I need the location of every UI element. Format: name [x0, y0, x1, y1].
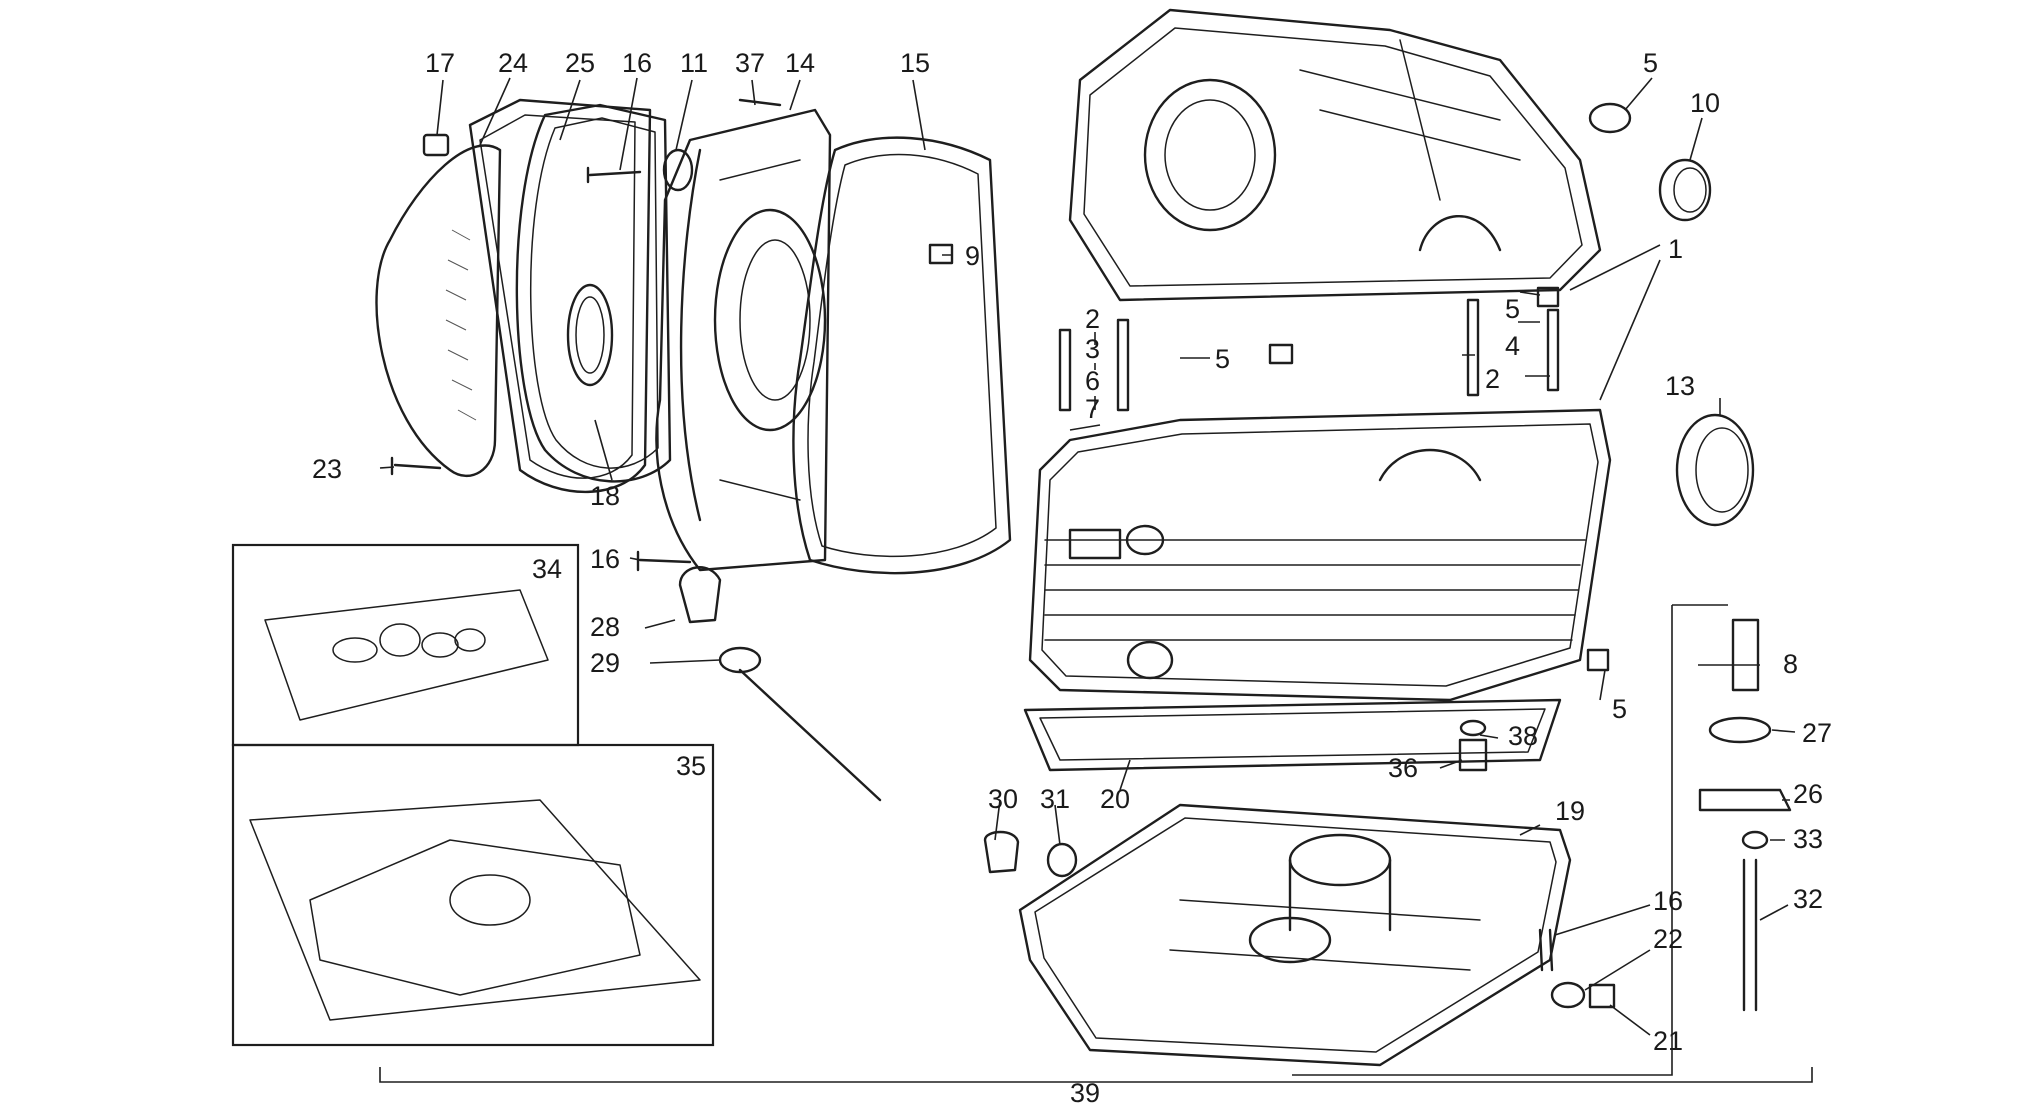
oil-sump-19 [1018, 803, 1572, 1067]
callout-label: 29 [590, 648, 620, 678]
callout-label: 5 [1612, 694, 1627, 724]
callout-label: 34 [532, 554, 562, 584]
callout-label: 5 [1505, 294, 1520, 324]
gasket-15 [792, 136, 1012, 575]
upper-crankcase-1 [1068, 8, 1602, 302]
callout-label: 37 [735, 48, 765, 78]
callout-label: 22 [1653, 924, 1683, 954]
callout-label: 16 [622, 48, 652, 78]
small-parts [390, 98, 1792, 1012]
callout-label: 33 [1793, 824, 1823, 854]
callout-label: 1 [1668, 234, 1683, 264]
callout-label: 2 [1485, 364, 1500, 394]
callout-label: 27 [1802, 718, 1832, 748]
lower-crankcase [1028, 408, 1612, 702]
callout-label: 19 [1555, 796, 1585, 826]
callout-label: 36 [1388, 753, 1418, 783]
callout-label: 24 [498, 48, 528, 78]
callout-label: 20 [1100, 784, 1130, 814]
callout-label: 21 [1653, 1026, 1683, 1056]
callout-label: 25 [565, 48, 595, 78]
crankcase-front-cover-14 [655, 108, 832, 572]
callout-label: 11 [680, 48, 708, 78]
callout-label: 31 [1040, 784, 1070, 814]
gasket-kit-box-35 [231, 743, 715, 1047]
callout-label: 5 [1215, 344, 1230, 374]
callout-label: 3 [1085, 334, 1100, 364]
callout-label: 4 [1505, 331, 1520, 361]
callout-label: 15 [900, 48, 930, 78]
callout-label: 14 [785, 48, 815, 78]
callout-label: 38 [1508, 721, 1538, 751]
callout-label: 6 [1085, 366, 1100, 396]
callout-label: 8 [1783, 649, 1798, 679]
bracket-label: 39 [1070, 1078, 1100, 1108]
callout-label: 7 [1085, 394, 1100, 424]
callout-label: 13 [1665, 371, 1695, 401]
callout-labels: 17 24 25 16 11 37 14 15 9 5 10 1 2 3 6 7… [312, 48, 1832, 1108]
callout-label: 28 [590, 612, 620, 642]
callout-label: 35 [676, 751, 706, 781]
callout-label: 9 [965, 241, 980, 271]
callout-label: 18 [590, 481, 620, 511]
callout-label: 5 [1643, 48, 1658, 78]
callout-label: 23 [312, 454, 342, 484]
callout-label: 32 [1793, 884, 1823, 914]
callout-label: 16 [590, 544, 620, 574]
leader-lines [379, 77, 1813, 1083]
callout-label: 10 [1690, 88, 1720, 118]
gasket-20 [1023, 698, 1562, 772]
callout-label: 2 [1085, 304, 1100, 334]
clutch-cover [375, 98, 652, 494]
gasket-25 [515, 103, 672, 483]
callout-label: 30 [988, 784, 1018, 814]
gasket-kit-box-34 [231, 543, 580, 747]
callout-label: 16 [1653, 886, 1683, 916]
callout-label: 26 [1793, 779, 1823, 809]
callout-label: 17 [425, 48, 455, 78]
